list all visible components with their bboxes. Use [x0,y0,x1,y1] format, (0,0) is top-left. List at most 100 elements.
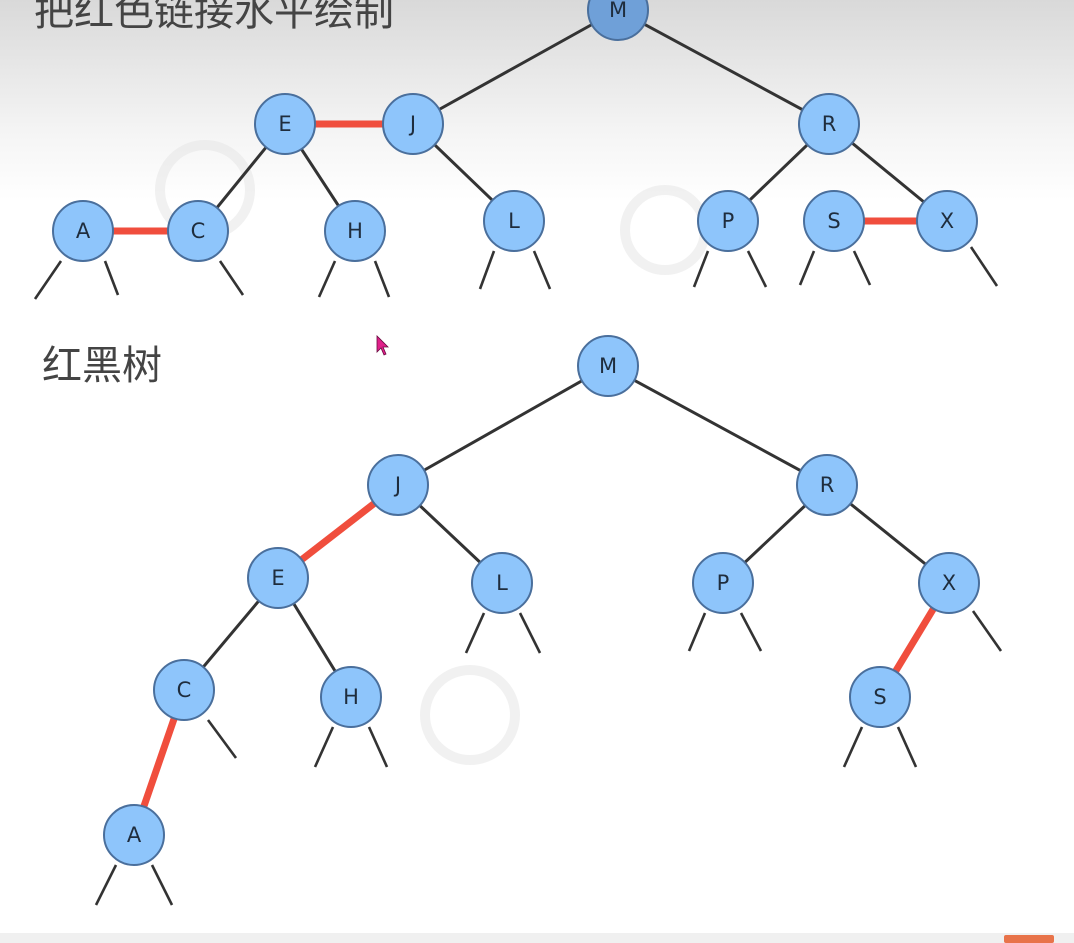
node-label: X [942,571,956,595]
bottom-toolbar-strip [0,933,1074,943]
node-circle [692,552,754,614]
black-link-m-r [607,364,828,487]
tree-node-a: A [103,804,165,866]
node-circle [798,93,860,155]
null-link-stub [33,260,63,300]
null-link-stub [739,612,763,652]
node-circle [382,93,444,155]
node-circle [483,190,545,252]
tree-node-c: C [167,200,229,262]
null-link-stub [367,726,389,768]
node-circle [796,454,858,516]
node-label: L [508,209,520,233]
tree-node-l: L [483,190,545,252]
bottom-toolbar-accent [1004,935,1054,943]
black-link-m-j [412,8,619,126]
null-link-stub [317,260,337,298]
null-link-stub [852,250,872,286]
black-link-m-r [617,8,830,126]
node-label: R [822,112,837,136]
tree-node-x: X [918,552,980,614]
node-label: M [609,0,627,22]
node-label: C [191,219,206,243]
null-link-stub [373,260,391,298]
tree-node-s: S [849,666,911,728]
node-label: E [278,112,291,136]
null-link-stub [103,260,120,296]
tree-node-p: P [697,190,759,252]
tree-node-e: E [254,93,316,155]
tree-node-h: H [324,200,386,262]
tree-node-a: A [52,200,114,262]
node-circle [153,659,215,721]
node-circle [103,804,165,866]
node-label: H [347,219,363,243]
null-link-stub [206,719,238,759]
null-link-stub [464,612,486,654]
node-label: A [76,219,91,243]
watermark-ring [620,185,710,275]
null-link-stub [896,726,918,768]
node-circle [167,200,229,262]
null-link-stub [746,250,768,288]
null-link-stub [478,250,496,290]
null-link-stub [798,250,816,286]
null-link-stub [842,726,864,768]
tree-node-h: H [320,666,382,728]
node-label: P [717,571,730,595]
nodes-layer: M E J R A C H L P S X M J R E L P X C H S A [52,0,980,866]
node-label: S [873,685,886,709]
tree-node-s: S [803,190,865,252]
tree-node-x: X [916,190,978,252]
tree-node-r: R [796,454,858,516]
tree-node-m: M [577,335,639,397]
header-gradient [0,0,1074,200]
node-label: S [827,209,840,233]
node-label: X [940,209,954,233]
node-circle [324,200,386,262]
heading-red-black-tree: 红黑树 [42,343,162,389]
tree-node-c: C [153,659,215,721]
watermark [155,140,710,765]
node-label: R [820,473,835,497]
node-circle [254,93,316,155]
node-circle [471,552,533,614]
node-label: P [722,209,735,233]
null-link-stubs [33,246,1003,906]
null-link-stub [692,250,710,288]
node-circle [52,200,114,262]
tree-node-j: J [382,93,444,155]
node-label: M [599,354,617,378]
tree-node-p: P [692,552,754,614]
node-circle [320,666,382,728]
node-circle [247,547,309,609]
node-circle [918,552,980,614]
null-link-stub [313,726,335,768]
node-label: E [271,566,284,590]
null-link-stub [150,864,174,906]
null-link-stub [218,260,245,296]
node-circle [916,190,978,252]
null-link-stub [687,612,707,652]
null-link-stub [969,246,999,287]
node-circle [697,190,759,252]
node-label: A [127,823,142,847]
node-label: C [177,678,192,702]
node-label: J [408,112,416,136]
null-link-stub [532,250,552,290]
mouse-cursor-icon [376,335,389,356]
node-circle [587,0,649,41]
null-link-stub [94,864,118,906]
watermark-ring [420,665,520,765]
node-circle [367,454,429,516]
node-label: L [496,571,508,595]
node-circle [577,335,639,397]
node-circle [849,666,911,728]
tree-node-l: L [471,552,533,614]
node-label: H [343,685,359,709]
node-label: J [393,473,401,497]
node-circle [803,190,865,252]
tree-node-m: M [587,0,649,41]
